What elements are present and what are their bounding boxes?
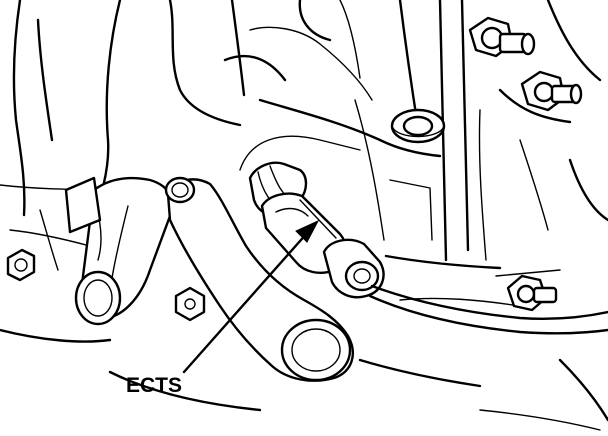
ects-leader-line [182,230,310,374]
coolant-hose [164,176,354,382]
bolt-right [520,70,583,112]
ects-arrowhead [295,219,320,243]
ects-callout: ECTS [126,219,320,397]
bolt-upper-right [468,16,536,58]
ects-label: ECTS [126,374,182,397]
bolt-far-left [6,248,36,282]
coolant-outlet-pipe-left [64,176,174,326]
mount-washer [390,108,446,144]
bolt-lower-right [495,269,561,312]
